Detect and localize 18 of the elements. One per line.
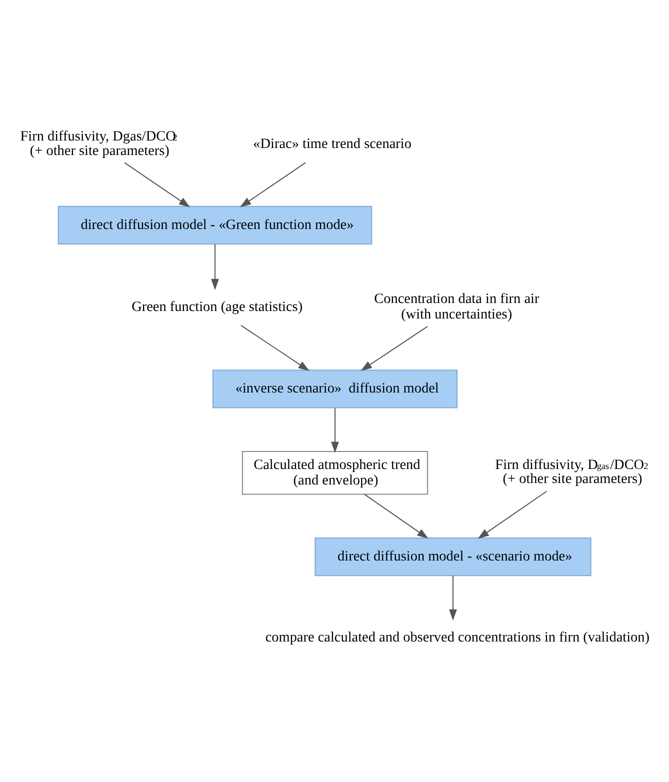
node-text: Concentration data in firn air (with uncertainties): [374, 291, 540, 322]
node-text: compare calculated and observed concentrations in firn (validation): [265, 629, 650, 646]
arrow: [360, 326, 428, 371]
node-box: direct diffusion model - «Green function mode»: [58, 206, 372, 245]
arrow: [364, 494, 428, 539]
arrow: [240, 325, 310, 371]
arrow: [478, 490, 548, 539]
arrow: [124, 162, 190, 208]
arrow: [449, 576, 457, 621]
arrow: [331, 408, 339, 453]
node-box: «inverse scenario» diffusion model: [212, 370, 458, 408]
node-text: Green function (age statistics): [132, 298, 303, 315]
node-box: direct diffusion model - «scenario mode»: [314, 537, 592, 576]
arrow: [211, 244, 219, 290]
node-text: «Dirac» time trend scenario: [253, 136, 412, 152]
arrow: [240, 162, 306, 208]
node-text: Firn diffusivity, Dgas/DCO2 (+ other site parameters): [495, 457, 648, 488]
node-box: Calculated atmospheric trend (and envelope): [242, 451, 428, 495]
